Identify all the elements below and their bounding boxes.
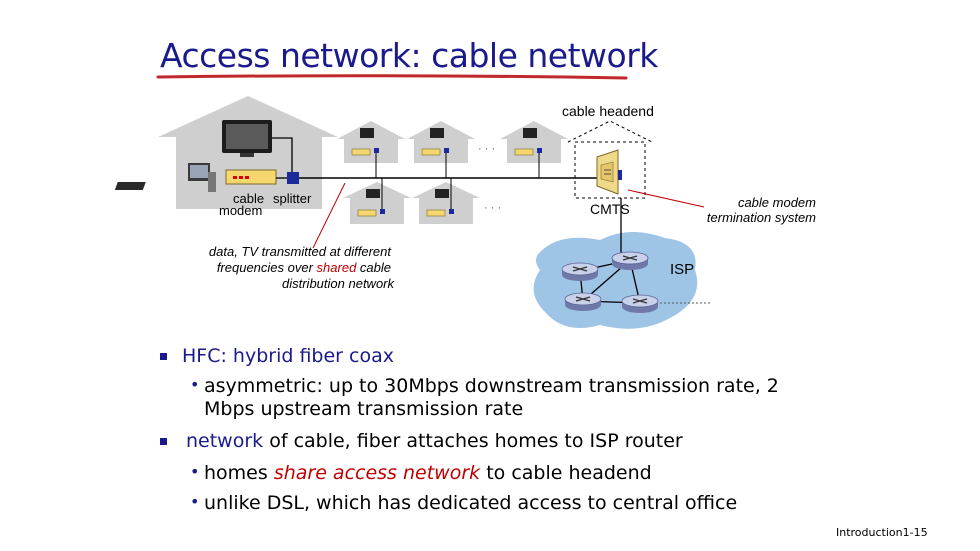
- cable-headend-box: [567, 120, 653, 199]
- title-underline: [156, 74, 628, 80]
- cmts-description-line1: cable modem: [738, 195, 816, 210]
- small-house-2: [407, 121, 475, 178]
- annotation-shared-word: shared: [317, 260, 358, 275]
- cable-label: cable: [233, 191, 264, 206]
- bullet-network-rest: of cable, fiber attaches homes to ISP ro…: [263, 430, 683, 452]
- sub-bullet-unlike-dsl: unlike DSL, which has dedicated access t…: [204, 492, 738, 514]
- modem-label: modem: [219, 203, 262, 218]
- sub-bullet-dot-3: •: [190, 492, 200, 511]
- annotation-pointer-line: [312, 182, 346, 249]
- cable-headend-label: cable headend: [562, 103, 654, 119]
- sub-bullet-homes-share: homes share access network to cable head…: [204, 462, 652, 484]
- cable-modem-icon: [225, 169, 277, 185]
- annotation-line2: frequencies over shared cable: [217, 260, 391, 275]
- isp-cloud: [533, 231, 698, 329]
- desktop-computer-icon: [114, 163, 216, 192]
- cmts-description-line2: termination system: [707, 210, 816, 225]
- homes-share-post: to cable headend: [480, 462, 652, 484]
- router-icon-3: [564, 292, 602, 311]
- router-icon-2: [611, 251, 649, 270]
- sub-bullet-asymmetric-line2: Mbps upstream transmission rate: [204, 398, 524, 420]
- router-icon-1: [561, 262, 599, 281]
- sub-bullet-asymmetric-line1: asymmetric: up to 30Mbps downstream tran…: [204, 375, 779, 397]
- ellipsis-bottom: · · ·: [484, 202, 501, 214]
- slide-footer: Introduction1-15: [836, 526, 928, 539]
- ellipsis-top: · · ·: [478, 143, 495, 155]
- sub-bullet-dot-1: •: [190, 375, 200, 394]
- tv-icon: [222, 120, 272, 157]
- homes-share-highlight: share access network: [273, 462, 481, 484]
- bullet-network: network of cable, fiber attaches homes t…: [186, 430, 683, 452]
- annotation-line3: distribution network: [282, 276, 395, 291]
- bullet-network-blue-word: network: [186, 430, 264, 452]
- small-house-4: [343, 178, 411, 224]
- cmts-icon: [596, 149, 622, 195]
- cable-network-diagram: · · · · · · cable headend CMTS cable mod…: [114, 96, 816, 329]
- small-house-1: [337, 121, 405, 178]
- cmts-pointer-line: [627, 189, 705, 208]
- router-icon-4: [621, 294, 659, 313]
- bullet-square-2: [160, 438, 167, 445]
- cmts-label: CMTS: [590, 201, 630, 217]
- bullet-square-1: [160, 353, 167, 360]
- splitter-icon: [287, 172, 299, 184]
- isp-label: ISP: [670, 261, 694, 278]
- page-title: Access network: cable network: [160, 36, 658, 75]
- bullet-hfc: HFC: hybrid fiber coax: [182, 345, 394, 367]
- annotation-line2-pre: frequencies over: [217, 260, 317, 275]
- small-house-3: [500, 121, 568, 178]
- annotation-line2-post: cable: [356, 260, 391, 275]
- annotation-line1: data, TV transmitted at different: [209, 244, 392, 259]
- homes-share-pre: homes: [204, 462, 274, 484]
- small-house-5: [412, 178, 480, 224]
- sub-bullet-dot-2: •: [190, 462, 200, 481]
- splitter-label: splitter: [273, 191, 312, 206]
